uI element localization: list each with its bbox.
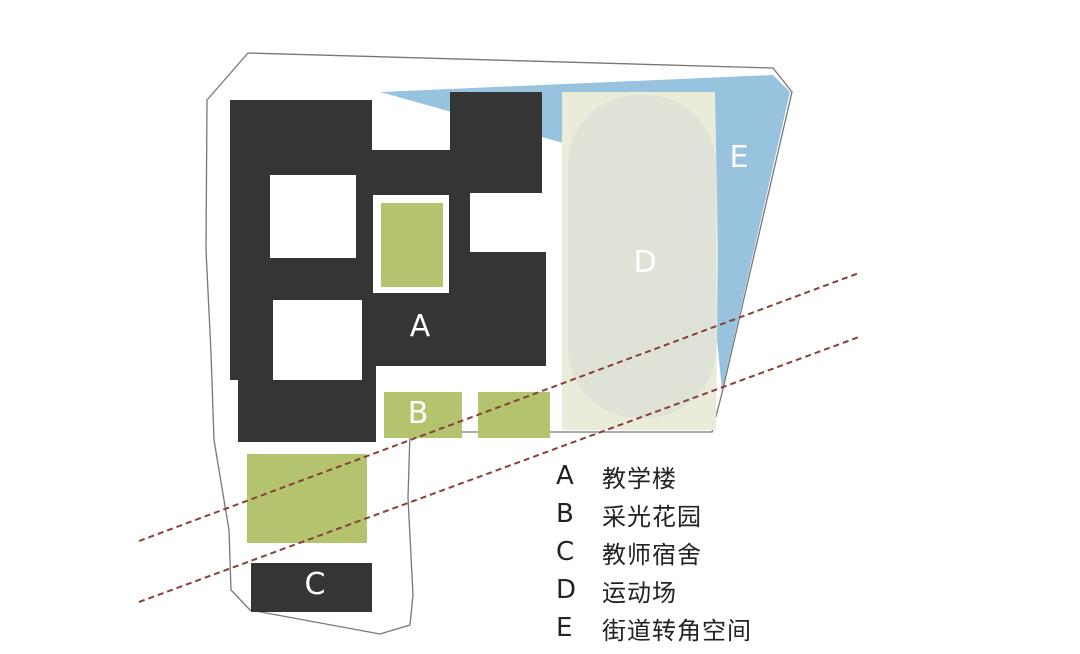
legend-item: C 教师宿舍 <box>556 533 752 571</box>
legend-key: C <box>556 537 575 567</box>
zone-label-a: A <box>409 309 431 344</box>
legend-item: B 采光花园 <box>556 495 752 533</box>
daylight-garden-b-left <box>384 392 462 438</box>
legend-key: E <box>556 613 573 643</box>
axis-line-upper <box>138 272 860 542</box>
legend: A 教学楼 B 采光花园 C 教师宿舍 D 运动场 E 街道转角空间 <box>556 457 752 647</box>
legend-text: 街道转角空间 <box>602 616 752 645</box>
zone-label-c: C <box>304 567 326 602</box>
zone-label-b: B <box>407 396 429 431</box>
legend-text: 运动场 <box>602 578 677 607</box>
legend-item: E 街道转角空间 <box>556 609 752 647</box>
zone-label-d: D <box>633 245 657 280</box>
courtyard-frame <box>375 197 449 293</box>
courtyard-garden <box>381 203 443 287</box>
legend-item: A 教学楼 <box>556 457 752 495</box>
legend-item: D 运动场 <box>556 571 752 609</box>
legend-key: A <box>556 461 574 491</box>
axis-line-lower <box>138 336 860 603</box>
running-track-d <box>568 95 716 418</box>
legend-text: 采光花园 <box>602 502 702 531</box>
teaching-building-a <box>230 92 546 442</box>
legend-text: 教师宿舍 <box>602 540 702 569</box>
daylight-garden-b-right <box>478 392 550 438</box>
zone-label-e: E <box>729 140 749 175</box>
teacher-dormitory-c <box>251 563 372 612</box>
garden-lower-left <box>247 454 367 543</box>
legend-text: 教学楼 <box>602 464 677 493</box>
legend-key: B <box>556 499 574 529</box>
legend-key: D <box>556 575 577 605</box>
